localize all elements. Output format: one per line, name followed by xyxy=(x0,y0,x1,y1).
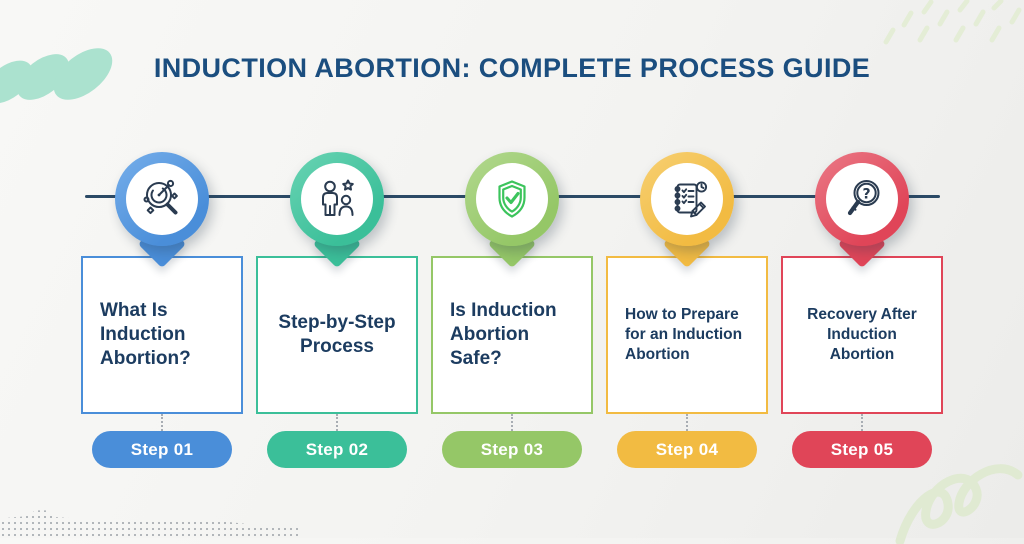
step-column-3: Is Induction Abortion Safe? Step 03 xyxy=(424,150,600,480)
step-card: What Is Induction Abortion? xyxy=(81,256,243,414)
search-analytics-icon xyxy=(143,179,178,215)
step-badge-label: Step 02 xyxy=(305,439,369,459)
step-badge: Step 04 xyxy=(617,431,757,468)
checklist-pencil-icon xyxy=(674,181,708,218)
step-marker-inner xyxy=(651,163,723,235)
dotted-connector xyxy=(686,414,688,431)
step-marker-circle xyxy=(290,152,384,246)
step-marker-circle: ? xyxy=(815,152,909,246)
step-heading: What Is Induction Abortion? xyxy=(100,299,191,370)
step-heading: Is Induction Abortion Safe? xyxy=(450,299,557,370)
step-badge-label: Step 04 xyxy=(655,439,719,459)
step-marker-inner xyxy=(301,163,373,235)
step-column-5: ? Recovery After Induction Abortion Step… xyxy=(774,150,950,480)
step-column-2: Step-by-Step Process Step 02 xyxy=(249,150,425,480)
step-badge: Step 02 xyxy=(267,431,407,468)
dotted-connector xyxy=(161,414,163,431)
dotted-connector xyxy=(336,414,338,431)
dotted-connector xyxy=(511,414,513,431)
step-badge-label: Step 03 xyxy=(480,439,544,459)
step-card: Is Induction Abortion Safe? xyxy=(431,256,593,414)
page-title: INDUCTION ABORTION: COMPLETE PROCESS GUI… xyxy=(153,53,871,83)
step-badge: Step 01 xyxy=(92,431,232,468)
step-badge: Step 05 xyxy=(792,431,932,468)
magnifier-question-icon: ? xyxy=(847,180,880,216)
halftone-dots-decoration xyxy=(0,510,300,538)
step-card: Step-by-Step Process xyxy=(256,256,418,414)
step-column-4: How to Prepare for an Induction Abortion… xyxy=(599,150,775,480)
people-star-icon xyxy=(322,179,354,216)
step-marker-circle xyxy=(465,152,559,246)
step-marker-inner xyxy=(126,163,198,235)
step-column-1: What Is Induction Abortion? Step 01 xyxy=(74,150,250,480)
step-marker-inner: ? xyxy=(826,163,898,235)
step-heading: How to Prepare for an Induction Abortion xyxy=(625,305,743,364)
step-badge: Step 03 xyxy=(442,431,582,468)
step-card: How to Prepare for an Induction Abortion xyxy=(606,256,768,414)
step-badge-label: Step 01 xyxy=(130,439,194,459)
step-heading: Recovery After Induction Abortion xyxy=(807,305,917,364)
shield-check-icon xyxy=(498,180,526,218)
dotted-connector xyxy=(861,414,863,431)
step-card: Recovery After Induction Abortion xyxy=(781,256,943,414)
step-marker-circle xyxy=(640,152,734,246)
step-marker-inner xyxy=(476,163,548,235)
step-marker-circle xyxy=(115,152,209,246)
svg-text:?: ? xyxy=(862,187,870,203)
step-heading: Step-by-Step Process xyxy=(278,311,396,357)
step-badge-label: Step 05 xyxy=(830,439,894,459)
